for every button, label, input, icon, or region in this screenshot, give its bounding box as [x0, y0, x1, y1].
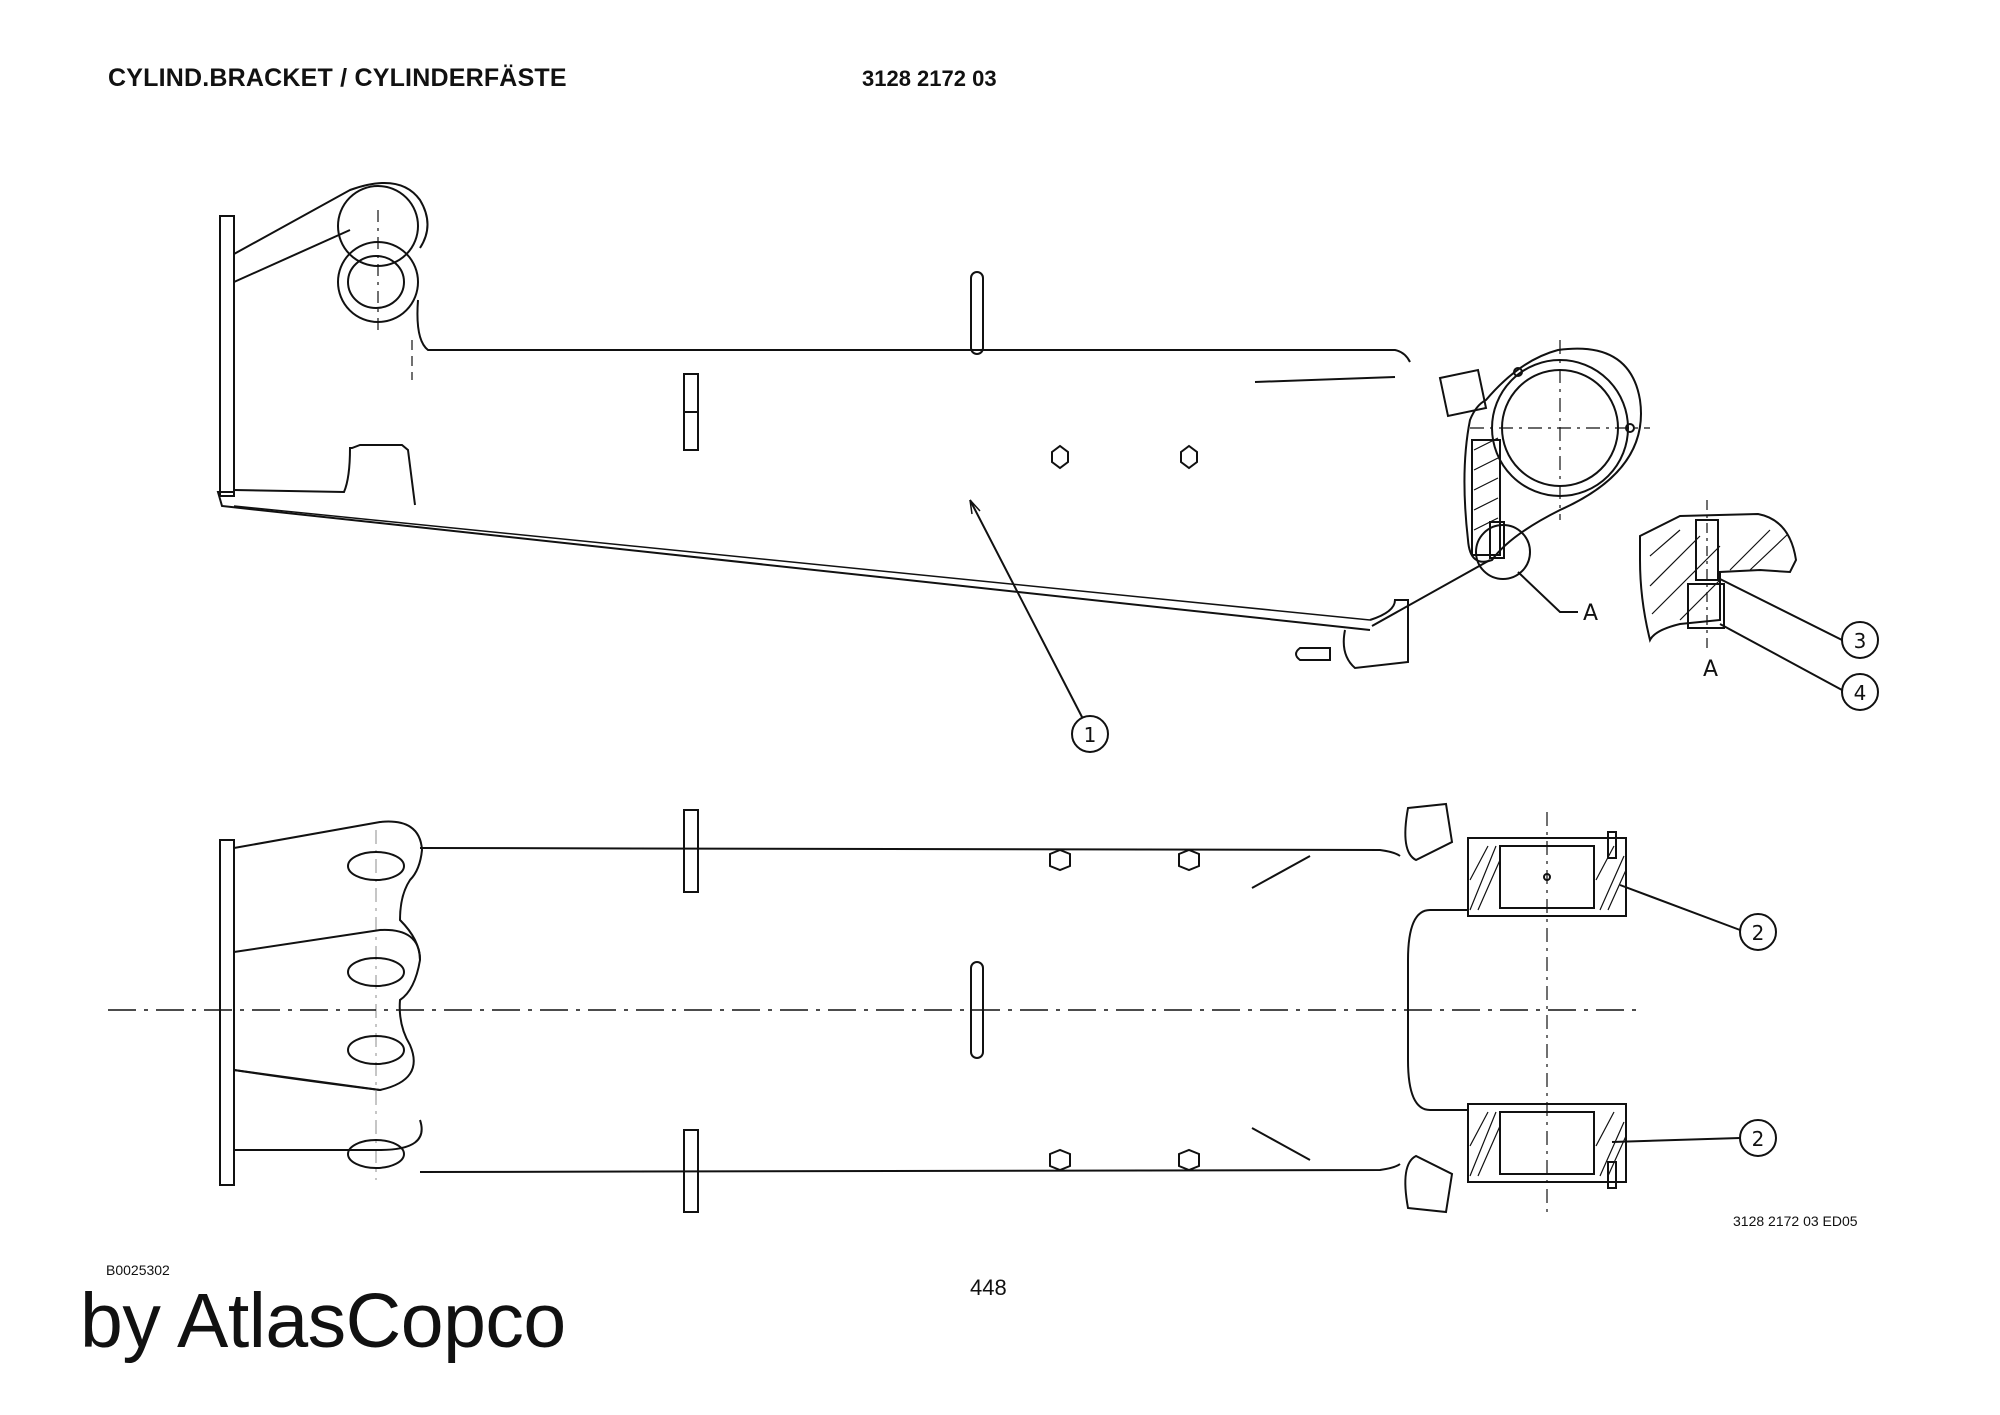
- brand-label: by AtlasCopco: [80, 1278, 566, 1364]
- doc-id: B0025302: [106, 1262, 170, 1278]
- svg-text:2: 2: [1752, 921, 1765, 945]
- detail-a: [1639, 500, 1843, 691]
- top-view: [108, 802, 1741, 1214]
- callout-4: 4: [1841, 673, 1879, 711]
- callout-2-upper: 2: [1739, 913, 1777, 951]
- side-view: [216, 181, 1650, 718]
- svg-text:3: 3: [1854, 629, 1867, 653]
- callout-2-lower: 2: [1739, 1119, 1777, 1157]
- svg-text:2: 2: [1752, 1127, 1765, 1151]
- callout-1: 1: [1071, 715, 1109, 753]
- drawing-title: CYLIND.BRACKET / CYLINDERFÄSTE: [108, 64, 567, 92]
- detail-ref-letter: A: [1583, 601, 1598, 626]
- edition-ref: 3128 2172 03 ED05: [1733, 1213, 1858, 1229]
- page-number: 448: [970, 1275, 1007, 1300]
- part-number: 3128 2172 03: [862, 66, 997, 91]
- detail-view-label: A: [1703, 657, 1718, 682]
- svg-text:4: 4: [1854, 681, 1867, 705]
- svg-text:1: 1: [1084, 723, 1097, 747]
- callout-3: 3: [1841, 621, 1879, 659]
